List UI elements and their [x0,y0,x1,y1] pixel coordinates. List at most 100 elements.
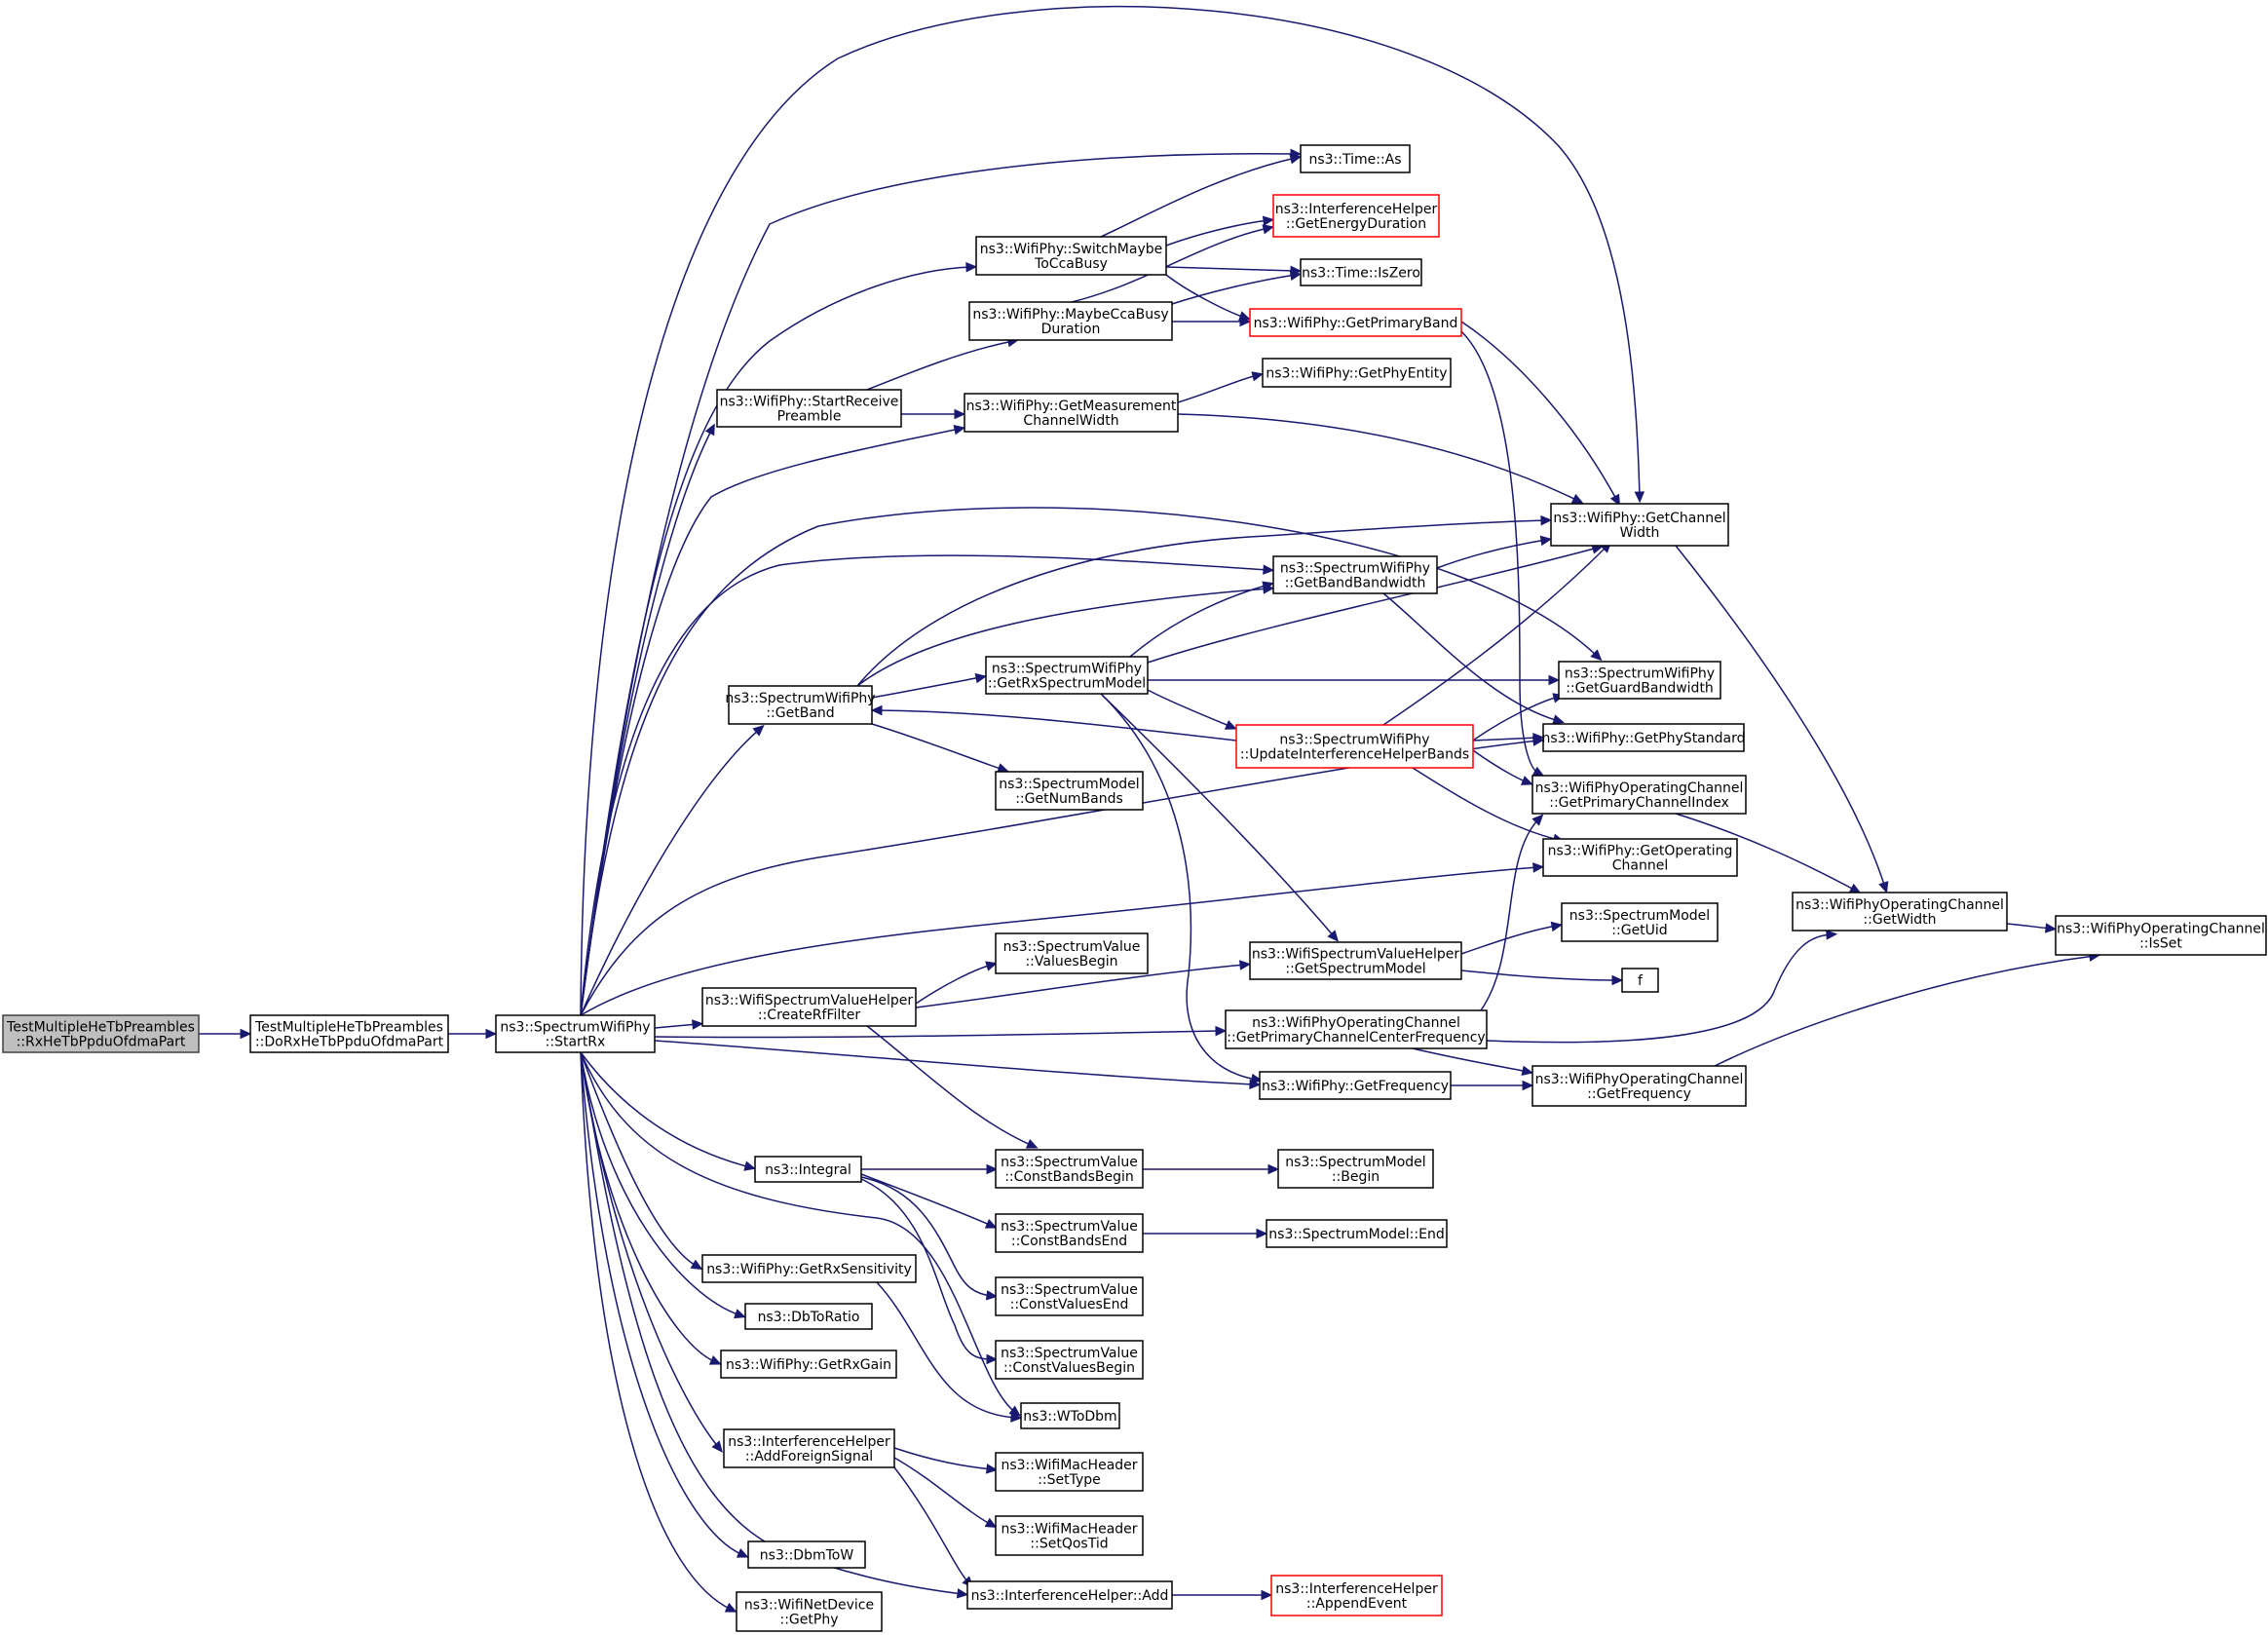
graph-node[interactable]: ns3::SpectrumValue::ConstValuesEnd [995,1276,1144,1316]
edge-line [580,266,972,1016]
graph-node[interactable]: ns3::WifiMacHeader::SetQosTid [995,1515,1144,1556]
node-label: ns3::WToDbm [1023,1409,1116,1425]
node-box [744,1303,873,1330]
edge-line [860,1178,993,1360]
graph-node[interactable]: ns3::SpectrumWifiPhy::StartRx [495,1014,656,1053]
graph-node[interactable]: ns3::SpectrumValue::ConstBandsBegin [995,1149,1144,1189]
graph-node[interactable]: ns3::SpectrumWifiPhy::GetGuardBandwidth [1558,661,1721,700]
arrowhead [1520,776,1533,785]
graph-node[interactable]: ns3::WToDbm [1020,1402,1120,1429]
edge-line [580,428,961,1016]
graph-node[interactable]: ns3::SpectrumValue::ValuesBegin [995,932,1149,974]
node-box [1531,1065,1747,1107]
graph-node[interactable]: ns3::WifiPhy::GetFrequency [1259,1071,1452,1100]
edge-line [915,964,993,1005]
graph-node[interactable]: ns3::WifiPhyOperatingChannel::GetPrimary… [1225,1009,1488,1049]
graph-node[interactable]: ns3::WifiMacHeader::SetType [995,1452,1144,1492]
edge-line [1165,219,1269,247]
call-edge [1172,316,1252,327]
call-edge [1412,1047,1534,1076]
graph-node[interactable]: TestMultipleHeTbPreambles::DoRxHeTbPpduO… [249,1014,449,1053]
node-label: ns3::WifiSpectrumValueHelper [705,993,914,1008]
graph-node[interactable]: ns3::InterferenceHelper::AppendEvent [1270,1575,1443,1616]
graph-node[interactable]: ns3::WifiPhy::GetPrimaryBand [1249,308,1462,337]
graph-node[interactable]: ns3::Integral [754,1156,862,1183]
node-label: ::ConstBandsEnd [1011,1234,1127,1249]
edge-line [1480,818,1540,1011]
node-box [728,685,873,725]
graph-node[interactable]: ns3::WifiPhy::GetRxGain [720,1350,897,1379]
arrowhead [870,704,883,716]
call-edge [1460,921,1564,955]
graph-node[interactable]: ns3::DbmToW [747,1540,866,1569]
graph-node[interactable]: ns3::SpectrumValue::ConstValuesBegin [995,1340,1144,1380]
graph-node[interactable]: TestMultipleHeTbPreambles::RxHeTbPpduOfd… [2,1014,200,1053]
node-label: ns3::DbmToW [760,1548,854,1564]
graph-node[interactable]: ns3::WifiSpectrumValueHelper::CreateRfFi… [701,987,917,1027]
arrowhead [1539,535,1553,547]
arrowhead [954,408,966,420]
graph-node[interactable]: ns3::Time::As [1300,144,1411,173]
node-box [701,1254,917,1283]
arrowhead [1262,224,1275,235]
edge-line [860,1173,993,1227]
node-label: ns3::Time::IsZero [1302,266,1420,282]
node-label: ns3::InterferenceHelper::Add [971,1588,1169,1604]
graph-node[interactable]: ns3::SpectrumWifiPhy::GetBand [725,685,876,725]
graph-node[interactable]: ns3::InterferenceHelper::GetEnergyDurati… [1272,194,1440,238]
arrowhead [986,1163,999,1175]
call-edge [580,554,1275,1016]
graph-node[interactable]: ns3::WifiPhy::GetRxSensitivity [701,1254,917,1283]
graph-node[interactable]: ns3::SpectrumModel::Begin [1277,1149,1434,1189]
node-label: ::GetBand [766,705,834,721]
nodes: TestMultipleHeTbPreambles::RxHeTbPpduOfd… [2,144,2267,1632]
call-edge [860,1176,999,1301]
node-box [1300,258,1422,286]
edge-line [876,709,1237,741]
edge-line [1100,157,1297,238]
node-box [1531,775,1747,815]
node-box [1272,194,1440,238]
call-edge [915,961,998,1005]
arrowhead [1540,514,1553,526]
graph-node[interactable]: ns3::WifiPhyOperatingChannel::GetFrequen… [1531,1065,1747,1107]
node-label: ns3::SpectrumWifiPhy [1279,733,1429,748]
arrowhead [711,1440,723,1453]
graph-node[interactable]: ns3::WifiNetDevice::GetPhy [736,1591,883,1632]
edge-line [1165,266,1297,272]
graph-node[interactable]: ns3::InterferenceHelper::Add [966,1580,1173,1610]
node-box [720,1350,897,1379]
node-label: ns3::WifiSpectrumValueHelper [1252,947,1460,963]
graph-node[interactable]: ns3::Time::IsZero [1300,258,1422,286]
call-edge [2006,923,2058,933]
graph-node[interactable]: ns3::SpectrumWifiPhy::UpdateInterference… [1235,724,1474,769]
graph-node[interactable]: ns3::SpectrumModel::GetUid [1561,902,1719,942]
node-label: ns3::SpectrumValue [1001,1282,1138,1298]
edge-line [580,728,761,1016]
arrowhead [1010,1412,1023,1423]
edge-line [1472,737,1539,741]
graph-node[interactable]: ns3::SpectrumModel::End [1266,1219,1448,1248]
graph-node[interactable]: ns3::InterferenceHelper::AddForeignSigna… [723,1428,895,1468]
graph-node[interactable]: ns3::WifiPhyOperatingChannel::GetPrimary… [1531,775,1747,815]
graph-node[interactable]: ns3::SpectrumValue::ConstBandsEnd [995,1213,1144,1253]
edge-line [860,1176,993,1297]
graph-node[interactable]: ns3::SpectrumModel::GetNumBands [995,771,1144,811]
edge-line [866,340,1014,391]
graph-node[interactable]: f [1621,968,1659,993]
graph-node[interactable]: ns3::DbToRatio [744,1303,873,1330]
graph-node[interactable]: ns3::WifiPhy::GetPhyStandard [1541,723,1746,752]
graph-node[interactable]: ns3::WifiPhyOperatingChannel::IsSet [2055,915,2267,956]
graph-node[interactable]: ns3::SpectrumWifiPhy::GetBandBandwidth [1272,555,1438,594]
graph-node[interactable]: ns3::WifiPhy::GetPhyEntity [1262,358,1452,388]
graph-node[interactable]: ns3::SpectrumWifiPhy::GetRxSpectrumModel [985,656,1149,695]
node-label: ::UpdateInterferenceHelperBands [1240,747,1469,763]
graph-node[interactable]: ns3::WifiPhyOperatingChannel::GetWidth [1792,892,2008,932]
graph-node[interactable]: ns3::WifiSpectrumValueHelper::GetSpectru… [1249,941,1462,980]
